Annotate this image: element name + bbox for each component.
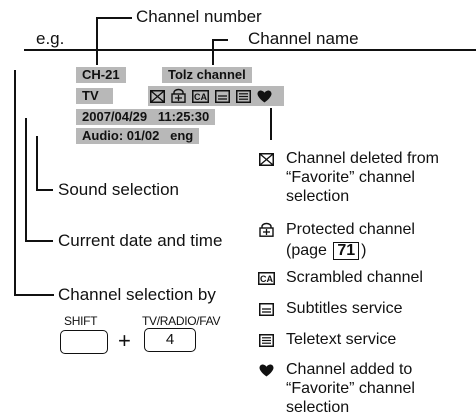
scrambled-icon: CA xyxy=(257,270,275,286)
channel-selection-leader-h xyxy=(14,294,54,296)
heart-icon xyxy=(258,362,274,378)
channel-name-callout: Channel name xyxy=(248,29,359,48)
legend-line: Protected channel xyxy=(286,221,415,238)
subtitles-icon xyxy=(258,301,274,317)
scrambled-icon: CA xyxy=(192,89,209,103)
osd-source: TV xyxy=(76,88,113,104)
example-label: e.g. xyxy=(36,29,65,48)
deleted-icon xyxy=(258,151,274,167)
icons-leader-v xyxy=(270,108,272,140)
protected-icon xyxy=(171,88,186,103)
osd-top-rule xyxy=(24,49,476,51)
sound-selection-callout: Sound selection xyxy=(58,180,179,199)
legend-line: (page 71) xyxy=(286,241,415,260)
number-4-key: 4 xyxy=(144,328,196,352)
legend-line: selection xyxy=(286,399,350,416)
svg-text:CA: CA xyxy=(194,92,207,102)
sound-leader-v xyxy=(36,136,38,189)
datetime-leader-h xyxy=(25,240,53,242)
tv-radio-fav-key-label: TV/RADIO/FAV xyxy=(142,314,221,328)
legend-line: “Favorite” channel xyxy=(286,380,415,397)
teletext-icon xyxy=(258,332,274,348)
legend-line: Scrambled channel xyxy=(286,269,423,286)
channel-selection-callout: Channel selection by xyxy=(58,285,216,304)
plus-sign: + xyxy=(118,328,131,353)
sound-leader-h xyxy=(36,189,53,191)
osd-datetime: 2007/04/29 11:25:30 xyxy=(76,109,216,125)
osd-channel-number: CH-21 xyxy=(76,67,126,83)
protected-icon xyxy=(258,222,274,238)
page-reference: 71 xyxy=(333,242,360,260)
legend-line: Subtitles service xyxy=(286,300,403,317)
osd-icon-strip: CA xyxy=(148,86,284,106)
legend-line: Channel deleted from xyxy=(286,150,439,167)
channel-selection-leader-v xyxy=(14,70,16,294)
osd-audio: Audio: 01/02 eng xyxy=(76,128,200,144)
channel-number-callout: Channel number xyxy=(136,7,262,26)
page-prefix: (page xyxy=(286,242,327,259)
shift-key xyxy=(60,330,108,354)
current-date-time-callout: Current date and time xyxy=(58,231,223,250)
osd-channel-name: Tolz channel xyxy=(162,67,252,83)
shift-key-label: SHIFT xyxy=(64,314,98,328)
svg-text:CA: CA xyxy=(260,274,273,284)
legend-line: “Favorite” channel xyxy=(286,169,415,186)
deleted-icon xyxy=(150,89,165,103)
channel-number-leader-v xyxy=(96,17,98,65)
channel-number-leader-h xyxy=(96,17,132,19)
channel-name-leader-h xyxy=(212,39,228,41)
legend-line: selection xyxy=(286,188,350,205)
channel-name-leader-v xyxy=(212,39,214,65)
subtitles-icon xyxy=(215,89,230,103)
legend-line: Teletext service xyxy=(286,331,397,348)
page-suffix: ) xyxy=(361,242,367,259)
legend-line: Channel added to xyxy=(286,361,413,378)
datetime-leader-v xyxy=(25,118,27,240)
heart-icon xyxy=(257,90,272,103)
teletext-icon xyxy=(236,89,251,103)
